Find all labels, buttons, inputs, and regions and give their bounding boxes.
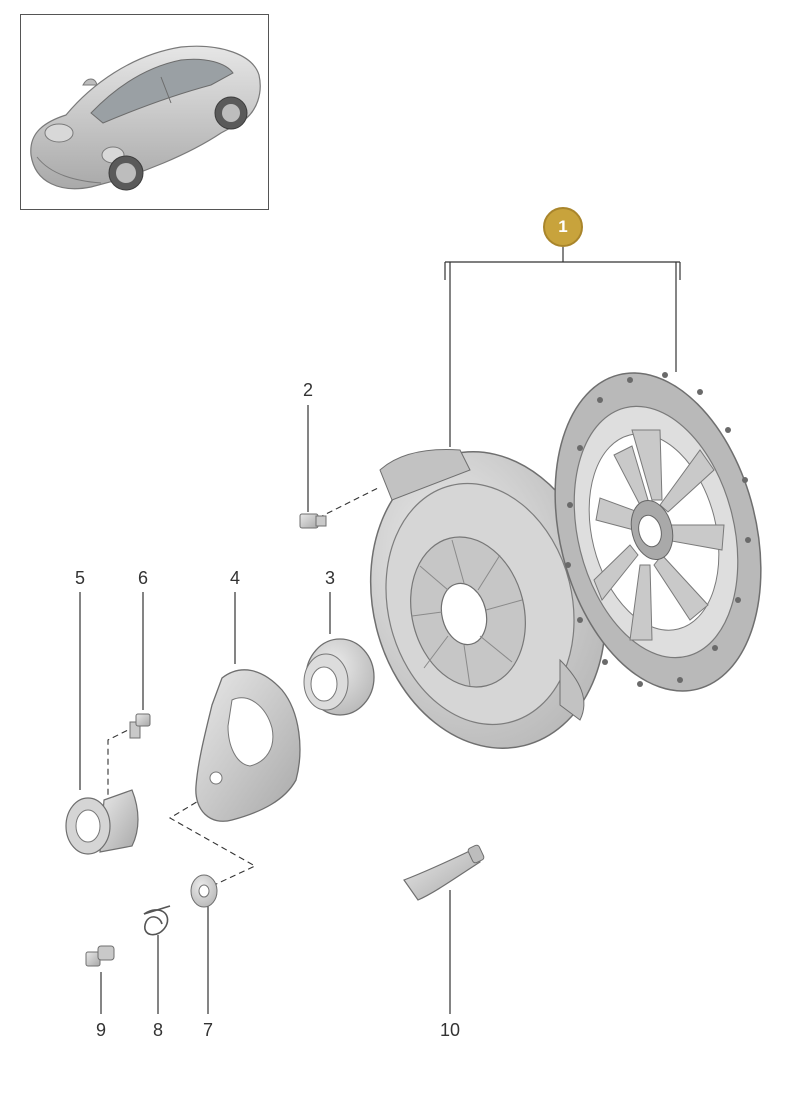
callout-badge-1[interactable]: 1 bbox=[543, 207, 583, 247]
vehicle-thumbnail bbox=[20, 14, 269, 210]
callout-6[interactable]: 6 bbox=[137, 568, 149, 588]
callout-10[interactable]: 10 bbox=[439, 1020, 461, 1040]
callout-3[interactable]: 3 bbox=[324, 568, 336, 588]
washer-part-7[interactable] bbox=[190, 874, 218, 908]
release-fork[interactable] bbox=[195, 669, 301, 822]
callout-8[interactable]: 8 bbox=[152, 1020, 164, 1040]
screw-part-6[interactable] bbox=[129, 713, 151, 739]
bolt-part-2[interactable] bbox=[299, 513, 327, 529]
car-icon bbox=[30, 45, 261, 191]
pressure-plate[interactable] bbox=[340, 427, 636, 774]
callout-2[interactable]: 2 bbox=[302, 380, 314, 400]
callout-7[interactable]: 7 bbox=[202, 1020, 214, 1040]
grease-tube-part-10[interactable] bbox=[403, 844, 485, 901]
slave-cylinder[interactable] bbox=[65, 789, 139, 855]
clutch-disc[interactable] bbox=[524, 351, 793, 713]
bleed-screw-part-9[interactable] bbox=[85, 945, 115, 967]
callout-4[interactable]: 4 bbox=[229, 568, 241, 588]
clip-part-8[interactable] bbox=[143, 905, 171, 936]
release-bearing[interactable] bbox=[303, 638, 375, 716]
callout-9[interactable]: 9 bbox=[95, 1020, 107, 1040]
callout-5[interactable]: 5 bbox=[74, 568, 86, 588]
leader-lines bbox=[79, 247, 681, 1014]
assembly-dashed-lines bbox=[107, 487, 379, 887]
